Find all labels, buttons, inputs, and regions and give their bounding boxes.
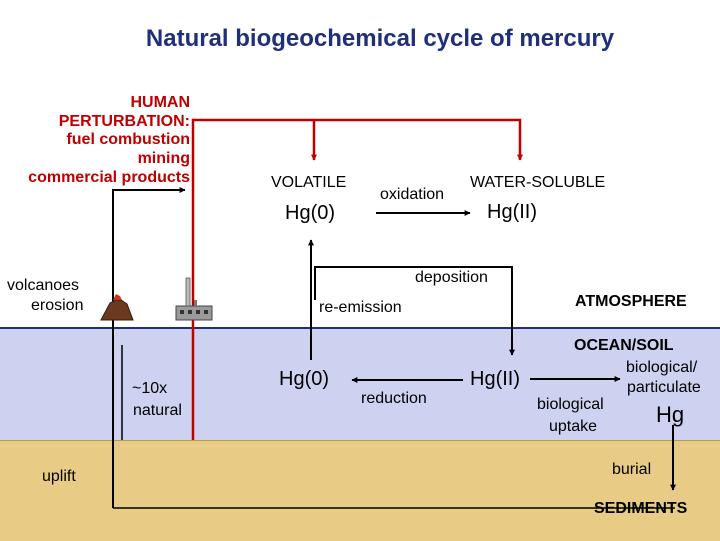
volatile-label: VOLATILE [271, 174, 347, 191]
factory-icon [175, 277, 213, 321]
particulate-label: particulate [627, 379, 701, 396]
ten-times-label: ~10x [132, 380, 168, 397]
ocean-soil-region [0, 327, 720, 442]
human-perturbation-label: HUMAN PERTURBATION: fuel combustion mini… [28, 94, 190, 188]
uptake-label: uptake [549, 418, 598, 435]
biological-particulate-label: biological/ [626, 359, 698, 376]
burial-label: burial [612, 461, 652, 478]
human-line: commercial products [28, 168, 190, 186]
human-line: mining [137, 150, 190, 168]
water-soluble-label: WATER-SOLUBLE [470, 174, 606, 191]
volcanoes-label: volcanoes [7, 277, 80, 294]
human-line: fuel combustion [66, 131, 190, 149]
deposition-label: deposition [415, 269, 488, 286]
ocean-soil-label: OCEAN/SOIL [574, 337, 674, 354]
atmosphere-label: ATMOSPHERE [575, 293, 687, 310]
human-flow-arrow [191, 118, 523, 440]
uplift-arrow [112, 187, 186, 508]
erosion-label: erosion [31, 297, 84, 314]
uplift-label: uplift [42, 468, 76, 485]
hg-particulate-label: Hg [656, 402, 685, 427]
hg0-atmosphere-label: Hg(0) [285, 202, 336, 224]
human-heading: HUMAN [130, 94, 190, 111]
hg2-atmosphere-label: Hg(II) [487, 201, 537, 223]
volcano-icon [100, 294, 134, 321]
hg0-ocean-label: Hg(0) [279, 368, 330, 390]
natural-label: natural [133, 402, 182, 419]
oxidation-label: oxidation [380, 186, 445, 203]
biological-uptake-label: biological [537, 396, 604, 413]
reduction-label: reduction [361, 390, 427, 407]
sediments-label: SEDIMENTS [594, 500, 688, 517]
sediment-region [0, 440, 720, 541]
deposition-arrow [314, 266, 515, 356]
diagram-title: Natural biogeochemical cycle of mercury [145, 25, 615, 52]
hg2-ocean-label: Hg(II) [470, 368, 520, 390]
re-emission-label: re-emission [319, 299, 402, 316]
atmosphere-region [0, 0, 720, 327]
human-line: PERTURBATION: [58, 112, 190, 130]
